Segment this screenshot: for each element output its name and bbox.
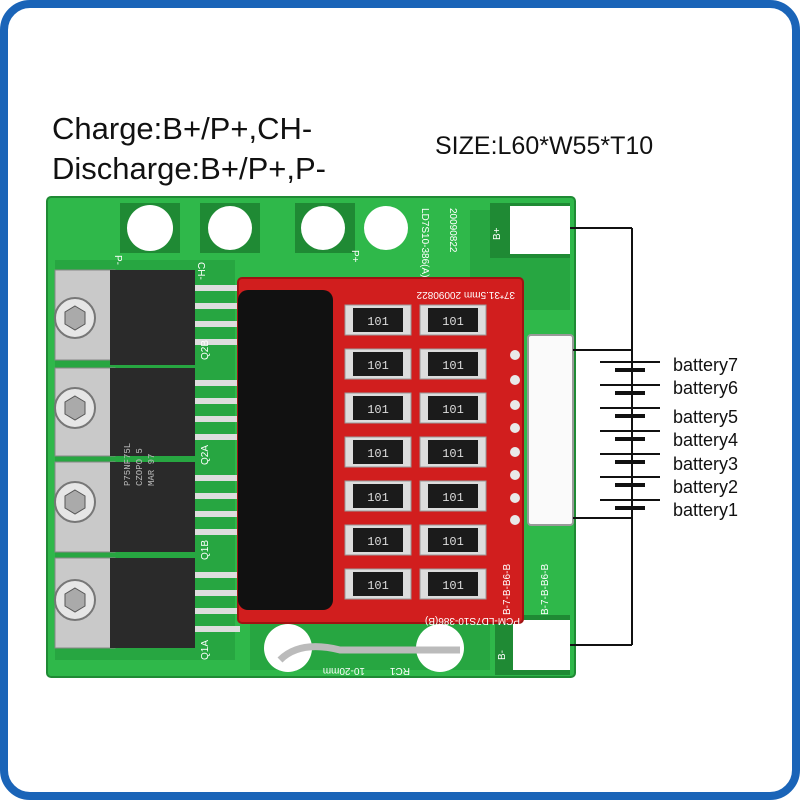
resistor: 101	[344, 568, 412, 600]
cable-bundle	[238, 290, 333, 610]
battery-label-1: battery1	[673, 500, 739, 520]
resistor: 101	[419, 304, 487, 336]
resistor: 101	[344, 392, 412, 424]
mosfet-marking-1: P75NF75L	[123, 443, 133, 486]
resistor-label: 101	[367, 403, 389, 417]
resistor-label: 101	[367, 535, 389, 549]
silk-q1a: Q1A	[200, 640, 211, 660]
resistor: 101	[419, 524, 487, 556]
b-minus-pad-white	[513, 620, 570, 670]
size-caption: SIZE:L60*W55*T10	[435, 132, 654, 160]
battery-wiring	[570, 227, 633, 646]
silk-p-minus: P-	[112, 255, 123, 265]
resistor: 101	[344, 480, 412, 512]
resistor: 101	[419, 348, 487, 380]
resistor: 101	[344, 436, 412, 468]
battery-label-4: battery4	[673, 430, 739, 450]
silk-small-bottom: PCM-LD7S10-386(B)	[425, 615, 520, 626]
silk-p-plus: P+	[349, 250, 360, 263]
resistor-label: 101	[442, 447, 464, 461]
mosfet-marking-3: MAR 97	[147, 454, 157, 486]
resistor-label: 101	[367, 491, 389, 505]
mosfet-marking-2: CZOPO 5	[135, 448, 145, 486]
silk-b-plus: B+	[492, 227, 503, 240]
silk-q2a: Q2A	[200, 445, 211, 465]
silk-ch-minus: CH-	[195, 262, 206, 280]
resistor-label: 101	[367, 315, 389, 329]
mosfet-markings: P75NF75L CZOPO 5 MAR 97	[123, 443, 157, 486]
discharge-caption: Discharge:B+/P+,P-	[52, 151, 326, 186]
silk-rc1: RC1	[390, 665, 410, 676]
screws	[54, 297, 96, 621]
silk-q2b: Q2B	[200, 340, 211, 360]
resistor-grid: 101 101 101 101 101 101 101 101 101 101 101 101 101 1…	[344, 304, 487, 600]
resistor-label: 101	[442, 359, 464, 373]
resistor-label: 101	[442, 535, 464, 549]
resistor: 101	[419, 436, 487, 468]
silk-q1b: Q1B	[200, 540, 211, 560]
silk-small-side: B-7-B-B6-B	[502, 564, 513, 615]
battery-label-5: battery5	[673, 407, 739, 427]
resistor-label: 101	[442, 403, 464, 417]
battery-label-2: battery2	[673, 477, 739, 497]
battery-label-6: battery6	[673, 378, 739, 398]
resistor: 101	[344, 348, 412, 380]
battery-label-3: battery3	[673, 454, 739, 474]
charge-caption: Charge:B+/P+,CH-	[52, 111, 313, 146]
silk-small-top: 37*31.5mm 20090822	[416, 289, 515, 300]
resistor: 101	[419, 392, 487, 424]
red-pcb-pads	[510, 350, 520, 525]
battery-cells	[600, 361, 660, 510]
silk-board-date: 20090822	[447, 208, 458, 253]
resistor: 101	[419, 568, 487, 600]
silk-b-minus: B-	[497, 650, 508, 660]
shunt-pad-left	[264, 624, 312, 672]
shunt-wire	[277, 643, 460, 663]
resistor-label: 101	[442, 579, 464, 593]
resistor-label: 101	[367, 359, 389, 373]
resistor-label: 101	[367, 447, 389, 461]
resistor-label: 101	[367, 579, 389, 593]
resistor: 101	[344, 304, 412, 336]
silk-board-code: LD7S10-386(A)	[419, 208, 430, 277]
top-pads	[120, 203, 570, 258]
resistor-label: 101	[442, 491, 464, 505]
resistor-label: 101	[442, 315, 464, 329]
mosfet-legs	[195, 285, 240, 632]
resistor: 101	[419, 480, 487, 512]
battery-label-7: battery7	[673, 355, 739, 375]
silk-shunt: 10-20mm	[323, 665, 365, 676]
silk-main-side: B-7-B-B6-B	[540, 564, 551, 615]
resistor: 101	[344, 524, 412, 556]
white-connector	[527, 334, 574, 526]
